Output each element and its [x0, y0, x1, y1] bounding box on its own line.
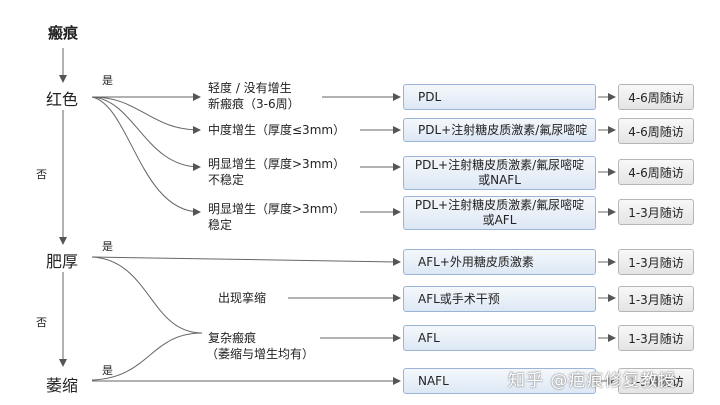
condition-mild-line2: 新瘢痕（3-6周）: [208, 97, 300, 111]
treatment-box-pdl-injection: PDL+注射糖皮质激素/氟尿嘧啶: [403, 118, 596, 142]
followup-label-7: 1-3月随访: [628, 331, 684, 346]
followup-box-7: 1-3月随访: [618, 325, 694, 351]
treatment-pdl-injection-label: PDL+注射糖皮质激素/氟尿嘧啶: [418, 122, 588, 137]
followup-label-5: 1-3月随访: [628, 255, 684, 270]
followup-label-1: 4-6周随访: [628, 90, 684, 105]
treatment-afl-topical-label: AFL+外用糖皮质激素: [418, 254, 534, 269]
curve-hypertrophic-to-complex: [91, 256, 203, 334]
followup-box-8: 1-3月随访: [618, 368, 694, 394]
followup-label-3: 4-6周随访: [628, 165, 684, 180]
condition-marked-unstable: 明显增生（厚度>3mm） 不稳定: [208, 156, 345, 188]
followup-box-1: 4-6周随访: [618, 84, 694, 110]
condition-mild-line1: 轻度 / 没有增生: [208, 81, 292, 95]
curve-red-to-c2: [91, 96, 201, 134]
label-red-yes: 是: [102, 74, 113, 87]
curve-red-to-c3: [91, 96, 201, 171]
condition-moderate: 中度增生（厚度≤3mm）: [208, 123, 346, 137]
curve-atrophic-to-complex: [91, 332, 203, 381]
treatment-nafl-label: NAFL: [418, 373, 449, 388]
condition-marked-stable: 明显增生（厚度>3mm） 稳定: [208, 201, 345, 233]
treatment-box-afl-surgery: AFL或手术干预: [403, 286, 596, 312]
followup-label-6: 1-3月随访: [628, 292, 684, 307]
treatment-box-pdl-injection-afl: PDL+注射糖皮质激素/氟尿嘧啶 或AFL: [403, 196, 596, 230]
condition-marked-unstable-line2: 不稳定: [208, 173, 245, 187]
condition-complex: 复杂瘢痕 （萎缩与增生均有）: [206, 330, 314, 362]
curve-red-to-c4: [91, 96, 201, 216]
condition-complex-line2: （萎缩与增生均有）: [206, 347, 315, 361]
treatment-pdl-injection-nafl-line1: PDL+注射糖皮质激素/氟尿嘧啶: [414, 158, 585, 172]
condition-marked-stable-line2: 稳定: [208, 218, 233, 232]
node-hypertrophic: 肥厚: [46, 252, 79, 271]
condition-complex-line1: 复杂瘢痕: [208, 331, 257, 345]
label-red-no: 否: [36, 168, 47, 181]
treatment-pdl-injection-nafl-line2: 或NAFL: [478, 173, 521, 187]
condition-marked-stable-line1: 明显增生（厚度>3mm）: [208, 202, 346, 216]
node-atrophic: 萎缩: [46, 376, 79, 395]
followup-box-4: 1-3月随访: [618, 199, 694, 225]
treatment-pdl-injection-afl-line2: 或AFL: [482, 213, 517, 227]
condition-mild: 轻度 / 没有增生 新瘢痕（3-6周）: [208, 80, 300, 112]
arrow-hypertrophic-to-t5: [91, 256, 401, 266]
followup-label-2: 4-6周随访: [628, 124, 684, 139]
treatment-afl-surgery-label: AFL或手术干预: [418, 291, 500, 306]
followup-box-5: 1-3月随访: [618, 249, 694, 275]
followup-box-2: 4-6周随访: [618, 118, 694, 144]
treatment-pdl-label: PDL: [418, 89, 442, 104]
treatment-box-afl-topical: AFL+外用糖皮质激素: [403, 249, 596, 275]
node-scar: 瘢痕: [48, 24, 79, 42]
treatment-box-nafl: NAFL: [403, 368, 596, 394]
condition-marked-unstable-line1: 明显增生（厚度>3mm）: [208, 157, 346, 171]
label-hyper-yes: 是: [102, 240, 113, 253]
treatment-box-pdl: PDL: [403, 84, 596, 110]
followup-label-4: 1-3月随访: [628, 205, 684, 220]
treatment-afl-label: AFL: [418, 330, 440, 345]
followup-box-6: 1-3月随访: [618, 286, 694, 312]
followup-box-3: 4-6周随访: [618, 159, 694, 185]
treatment-box-afl: AFL: [403, 325, 596, 351]
treatment-pdl-injection-afl-line1: PDL+注射糖皮质激素/氟尿嘧啶: [414, 198, 585, 212]
label-atro-yes: 是: [102, 364, 113, 377]
watermark: 知乎 @疤痕修复教授: [508, 371, 677, 391]
condition-contracture: 出现挛缩: [218, 291, 267, 305]
node-red: 红色: [46, 90, 79, 109]
followup-label-8: 1-3月随访: [628, 374, 684, 389]
treatment-box-pdl-injection-nafl: PDL+注射糖皮质激素/氟尿嘧啶 或NAFL: [403, 156, 596, 190]
label-hyper-no: 否: [36, 316, 47, 329]
